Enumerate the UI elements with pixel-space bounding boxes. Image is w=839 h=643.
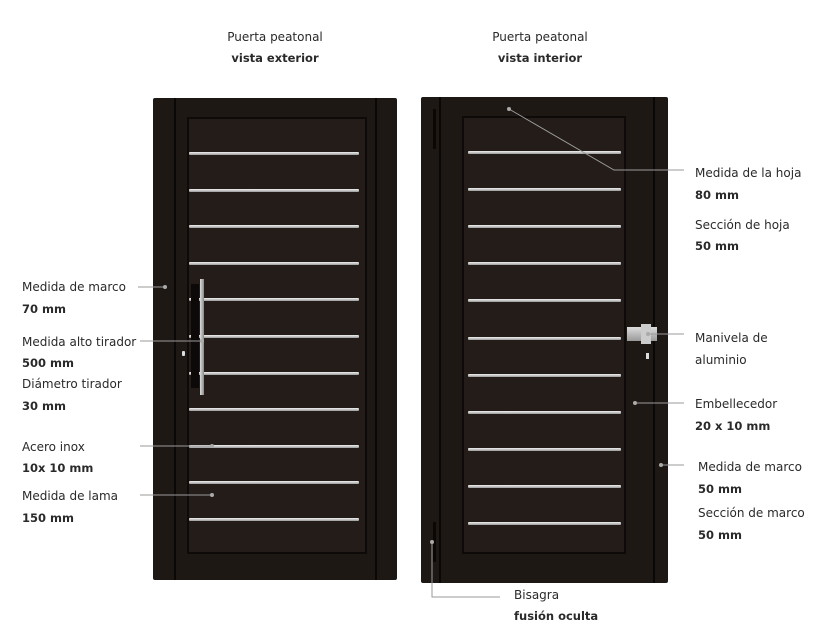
- marker-dot: [507, 107, 511, 111]
- inox-slat: [468, 336, 621, 340]
- inox-slat: [468, 373, 621, 377]
- value-seccion-marco: 50 mm: [698, 528, 742, 542]
- label-embellecedor: Embellecedor: [695, 397, 778, 411]
- label-manivela: Manivela de: [695, 331, 768, 345]
- value-medida-lama: 150 mm: [22, 511, 74, 525]
- value-diametro-tirador: 30 mm: [22, 399, 66, 413]
- inox-slat: [468, 262, 621, 266]
- inox-slat: [468, 484, 621, 488]
- exterior-door: [153, 98, 397, 580]
- door-exterior-title: Puerta peatonal: [227, 30, 323, 44]
- inox-slat: [189, 261, 359, 265]
- marker-dot: [163, 285, 167, 289]
- marker-dot: [430, 540, 434, 544]
- inox-slat: [189, 152, 359, 155]
- value-seccion-hoja: 50 mm: [695, 239, 739, 253]
- label-medida-lama: Medida de lama: [22, 489, 119, 503]
- value-medida-marco-int: 50 mm: [698, 482, 742, 496]
- inox-slat: [189, 444, 359, 448]
- inox-slat: [468, 225, 621, 229]
- handle-mount: [191, 284, 199, 388]
- value-embellecedor: 20 x 10 mm: [695, 419, 771, 433]
- inox-slat: [189, 188, 359, 192]
- frame-divider: [439, 97, 441, 583]
- label-medida-marco-int: Medida de marco: [698, 460, 802, 474]
- value-manivela: aluminio: [695, 353, 747, 367]
- label-seccion-hoja: Sección de hoja: [695, 218, 790, 232]
- inox-slat: [468, 188, 621, 192]
- hinge-top-icon: [433, 109, 448, 149]
- frame-divider: [174, 98, 176, 580]
- label-medida-hoja: Medida de la hoja: [695, 166, 802, 180]
- marker-dot: [633, 401, 637, 405]
- inox-slat: [189, 371, 359, 375]
- inox-slat: [189, 298, 359, 302]
- frame-divider: [375, 98, 377, 580]
- value-medida-marco: 70 mm: [22, 302, 66, 316]
- label-bisagra: Bisagra: [514, 588, 560, 602]
- marker-dot: [659, 463, 663, 467]
- value-medida-hoja: 80 mm: [695, 188, 739, 202]
- label-seccion-marco: Sección de marco: [698, 506, 805, 520]
- leader-bisagra: [431, 542, 500, 598]
- value-acero-inox: 10x 10 mm: [22, 461, 94, 475]
- inox-slat: [189, 408, 359, 412]
- keyhole-icon: [182, 351, 185, 356]
- marker-dot: [210, 493, 214, 497]
- inox-slat: [189, 225, 359, 229]
- inox-slat: [468, 299, 621, 303]
- inox-slat: [468, 410, 621, 414]
- marker-dot: [646, 332, 650, 336]
- door-exterior-subtitle: vista exterior: [231, 51, 319, 65]
- inox-slat: [189, 481, 359, 485]
- label-acero-inox: Acero inox: [22, 440, 85, 454]
- pull-handle: [200, 279, 204, 395]
- inox-slat: [468, 522, 621, 525]
- door-interior-subtitle: vista interior: [497, 51, 583, 65]
- inox-slat: [468, 151, 621, 154]
- inox-slat: [468, 447, 621, 451]
- inox-slat: [189, 518, 359, 521]
- interior-door: [421, 97, 668, 583]
- value-alto-tirador: 500 mm: [22, 356, 74, 370]
- marker-dot: [210, 444, 214, 448]
- marker-dot: [200, 339, 204, 343]
- label-diametro-tirador: Diámetro tirador: [22, 377, 122, 391]
- door-interior-title: Puerta peatonal: [492, 30, 588, 44]
- value-bisagra: fusión oculta: [514, 609, 599, 623]
- label-medida-marco: Medida de marco: [22, 280, 126, 294]
- leader-hoja: [508, 108, 684, 171]
- keyhole-icon: [646, 353, 649, 359]
- hinge-bottom-icon: [433, 522, 448, 562]
- label-alto-tirador: Medida alto tirador: [22, 335, 137, 349]
- inox-slat: [189, 335, 359, 338]
